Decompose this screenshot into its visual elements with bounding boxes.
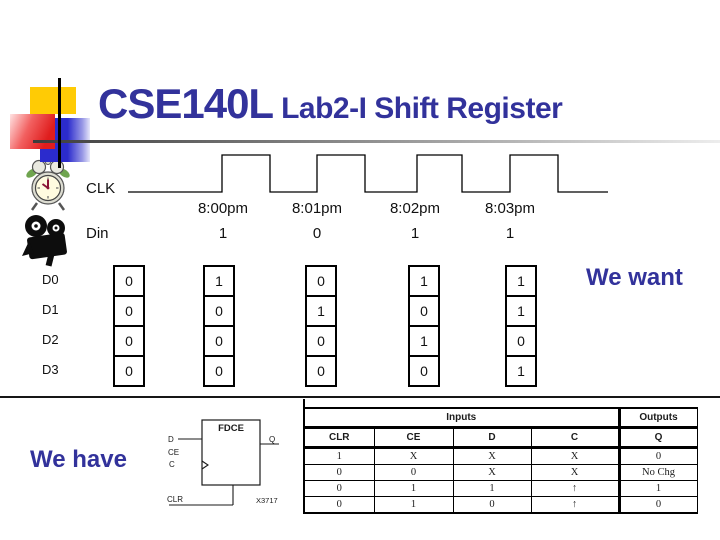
register-cell: 1 <box>507 295 535 325</box>
table-cell: 1 <box>373 480 454 497</box>
pin-clr-label: CLR <box>167 495 183 504</box>
register-state-column: 1 0 1 0 <box>408 265 440 387</box>
register-row-label: D1 <box>42 302 59 317</box>
table-cell: 1 <box>373 496 454 514</box>
time-label: 8:00pm <box>197 200 249 217</box>
register-state-column: 1 0 0 0 <box>203 265 235 387</box>
table-cell: 0 <box>617 496 698 514</box>
movie-camera-icon <box>22 215 67 267</box>
register-cell: 0 <box>205 355 233 385</box>
pin-q-label: Q <box>269 435 275 444</box>
table-cell: 0 <box>303 480 375 497</box>
table-cell: X <box>530 464 620 481</box>
clk-waveform <box>128 154 608 193</box>
we-have-annotation: We have <box>30 446 127 473</box>
register-cell: 1 <box>507 355 535 385</box>
fdce-truth-table: Inputs Outputs CLR CE D C Q 1 X X X 0 0 … <box>303 407 698 514</box>
we-want-annotation: We want <box>586 264 683 291</box>
table-cell: X <box>373 447 454 465</box>
column-header-d: D <box>452 427 532 449</box>
register-cell: 0 <box>205 325 233 355</box>
register-cell: 1 <box>420 273 428 289</box>
table-edge-stub <box>303 399 305 408</box>
din-value: 1 <box>410 225 420 242</box>
table-cell: ↑ <box>530 480 620 497</box>
table-cell: 1 <box>452 480 532 497</box>
register-cell: 1 <box>215 273 223 289</box>
table-cell: 1 <box>303 447 375 465</box>
din-value: 1 <box>218 225 228 242</box>
din-value: 1 <box>505 225 515 242</box>
table-cell: 0 <box>373 464 454 481</box>
register-cell: 0 <box>507 325 535 355</box>
register-row-label: D2 <box>42 332 59 347</box>
register-state-column: 0 0 0 0 <box>113 265 145 387</box>
decoration-horizontal-rule <box>33 140 720 143</box>
register-cell: 0 <box>125 273 133 289</box>
register-cell: 0 <box>115 355 143 385</box>
decoration-yellow-square <box>30 87 76 114</box>
table-cell: X <box>530 447 620 465</box>
table-cell: 0 <box>617 447 698 465</box>
register-cell: 1 <box>307 295 335 325</box>
part-reference-label: X3717 <box>256 496 278 505</box>
register-row-label: D3 <box>42 362 59 377</box>
register-cell: 0 <box>410 295 438 325</box>
din-signal-label: Din <box>86 225 109 242</box>
outputs-group-header: Outputs <box>617 407 698 429</box>
register-cell: 0 <box>205 295 233 325</box>
alarm-clock-icon <box>26 159 70 211</box>
pin-d-label: D <box>168 435 174 444</box>
decoration-vertical-line <box>58 78 61 168</box>
table-cell: 0 <box>303 464 375 481</box>
register-cell: 0 <box>307 355 335 385</box>
table-cell: X <box>452 464 532 481</box>
column-header-q: Q <box>617 427 698 449</box>
course-code: CSE140L <box>98 80 274 127</box>
din-value: 0 <box>312 225 322 242</box>
register-cell: 0 <box>410 355 438 385</box>
lecture-subtitle: Lab2-I Shift Register <box>281 92 563 125</box>
register-cell: 0 <box>307 325 335 355</box>
register-state-column: 0 1 0 0 <box>305 265 337 387</box>
register-state-column: 1 1 0 1 <box>505 265 537 387</box>
column-header-clr: CLR <box>303 427 375 449</box>
chip-name-label: FDCE <box>218 423 244 434</box>
table-cell: X <box>452 447 532 465</box>
time-label: 8:03pm <box>484 200 536 217</box>
register-row-label: D0 <box>42 272 59 287</box>
table-cell: 0 <box>452 496 532 514</box>
clk-signal-label: CLK <box>86 180 116 197</box>
section-divider-line <box>0 396 720 398</box>
pin-ce-label: CE <box>168 448 179 457</box>
register-cell: 1 <box>517 273 525 289</box>
register-cell: 0 <box>317 273 325 289</box>
table-cell: ↑ <box>530 496 620 514</box>
time-label: 8:02pm <box>389 200 441 217</box>
column-header-c: C <box>530 427 620 449</box>
inputs-group-header: Inputs <box>303 407 620 429</box>
column-header-ce: CE <box>373 427 454 449</box>
table-cell: 0 <box>303 496 375 514</box>
fdce-schematic: FDCE D CE C Q CLR X3717 <box>167 419 279 506</box>
table-cell: 1 <box>617 480 698 497</box>
pin-c-label: C <box>169 460 175 469</box>
register-cell: 0 <box>115 325 143 355</box>
decoration-red-square <box>10 114 55 149</box>
register-cell: 0 <box>115 295 143 325</box>
time-label: 8:01pm <box>291 200 343 217</box>
register-cell: 1 <box>410 325 438 355</box>
table-cell: No Chg <box>617 464 698 481</box>
